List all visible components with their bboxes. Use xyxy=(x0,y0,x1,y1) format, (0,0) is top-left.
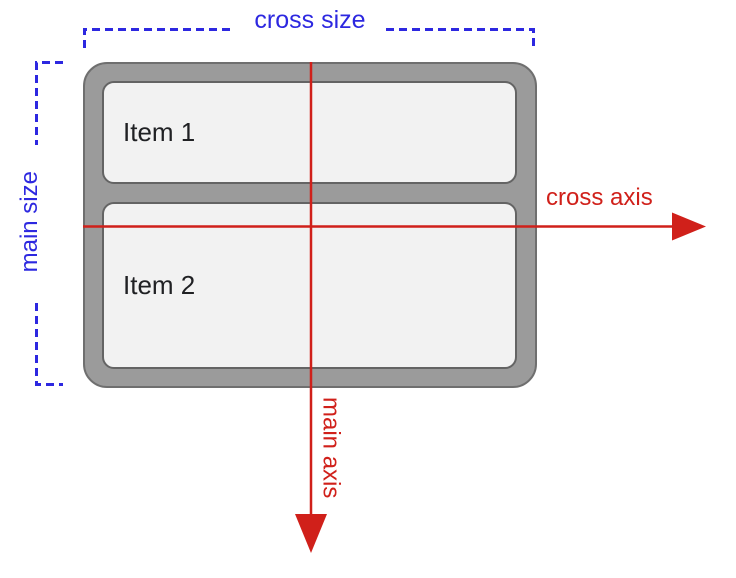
cross-size-bracket-left xyxy=(83,28,233,48)
cross-axis-arrowhead-icon xyxy=(672,212,706,241)
flex-item-2: Item 2 xyxy=(102,202,517,369)
main-axis-arrowhead-icon xyxy=(295,514,327,553)
cross-size-bracket-right xyxy=(386,28,535,48)
flex-item-2-label: Item 2 xyxy=(123,270,196,300)
main-size-label: main size xyxy=(16,171,43,273)
main-axis-label: main axis xyxy=(317,397,345,499)
main-size-bracket-bottom xyxy=(35,303,63,386)
cross-axis-label: cross axis xyxy=(546,184,653,211)
flex-item-1-label: Item 1 xyxy=(123,117,196,147)
flex-item-1: Item 1 xyxy=(102,81,517,184)
cross-size-label: cross size xyxy=(254,6,366,34)
flex-container: Item 1 Item 2 xyxy=(83,62,537,388)
main-size-bracket-top xyxy=(35,61,63,145)
